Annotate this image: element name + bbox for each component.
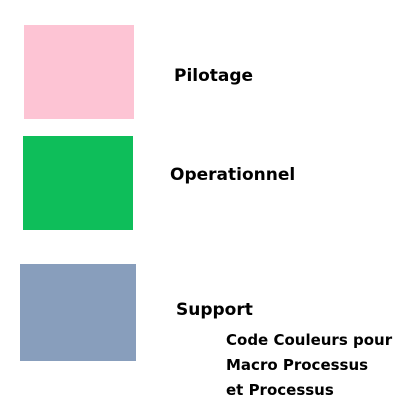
label-support: Support — [176, 300, 253, 320]
caption-line-3: et Processus — [226, 381, 334, 399]
legend-caption: Code Couleurs pour Macro Processus et Pr… — [226, 328, 392, 403]
label-pilotage: Pilotage — [174, 66, 254, 86]
swatch-pilotage — [24, 25, 134, 119]
swatch-support — [20, 264, 136, 361]
caption-line-1: Code Couleurs pour — [226, 331, 393, 349]
swatch-operationnel — [23, 136, 133, 230]
caption-line-2: Macro Processus — [226, 356, 369, 374]
label-operationnel: Operationnel — [170, 165, 296, 185]
